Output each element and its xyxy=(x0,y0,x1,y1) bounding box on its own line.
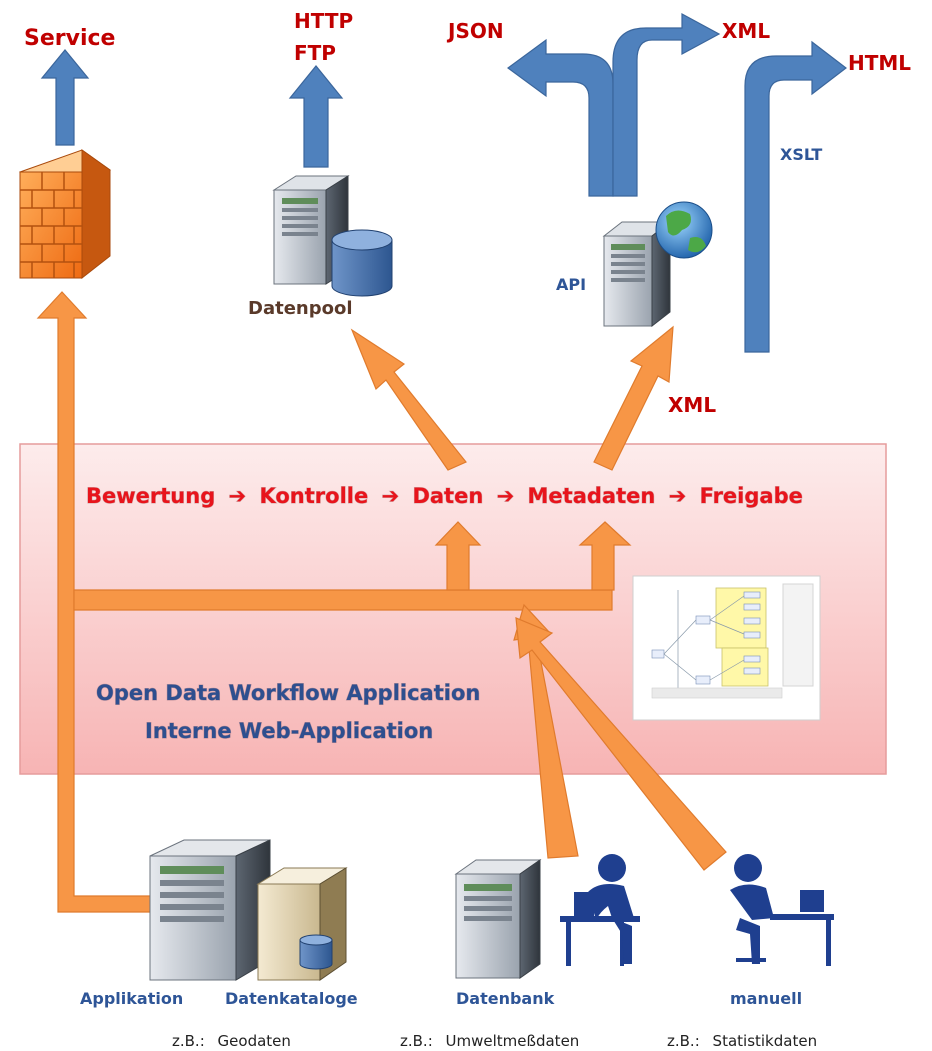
example-prefix: z.B.: xyxy=(400,1032,433,1050)
example-prefix: z.B.: xyxy=(172,1032,205,1050)
arrow-html-xslt xyxy=(744,40,847,353)
label-service: Service xyxy=(24,26,115,51)
arrow-json xyxy=(506,38,614,197)
example-prefix: z.B.: xyxy=(667,1032,700,1050)
arrow-into-daten xyxy=(434,521,482,591)
database-cylinder-icon xyxy=(331,229,393,297)
workflow-input-bar xyxy=(73,589,613,611)
step-daten: Daten xyxy=(412,484,483,508)
example-umwelt: z.B.: Umweltmeßdaten xyxy=(400,1032,579,1050)
step-arrow: ➔ xyxy=(497,484,515,508)
label-xml-top: XML xyxy=(722,19,770,43)
example-geodaten: z.B.: Geodaten xyxy=(172,1032,291,1050)
orange-data-flow xyxy=(36,291,727,913)
step-bewertung: Bewertung xyxy=(86,484,215,508)
label-html: HTML xyxy=(848,51,911,75)
datenkatalog-server-icon xyxy=(256,867,348,981)
arrow-into-metadaten xyxy=(578,521,632,591)
app-title: Open Data Workflow Application xyxy=(96,681,480,705)
workflow-screenshot-thumbnail xyxy=(632,575,821,721)
arrow-to-datenpool xyxy=(350,328,467,471)
arrow-from-manuell xyxy=(515,617,727,871)
step-kontrolle: Kontrolle xyxy=(259,484,368,508)
label-xml-mid: XML xyxy=(668,393,716,417)
step-arrow: ➔ xyxy=(382,484,400,508)
arrow-xml xyxy=(612,12,721,197)
label-datenpool: Datenpool xyxy=(248,298,353,319)
label-datenkataloge: Datenkataloge xyxy=(225,989,358,1008)
api-server-icon xyxy=(602,220,672,328)
example-value: Umweltmeßdaten xyxy=(446,1032,580,1050)
applikation-server-icon xyxy=(149,839,271,981)
app-subtitle: Interne Web-Application xyxy=(145,719,433,743)
arrow-to-api xyxy=(593,325,674,471)
firewall-icon xyxy=(18,149,112,280)
step-arrow: ➔ xyxy=(669,484,687,508)
label-datenbank: Datenbank xyxy=(456,989,555,1008)
arrow-service xyxy=(40,49,90,146)
label-http: HTTP xyxy=(294,9,353,33)
workflow-steps: Bewertung ➔ Kontrolle ➔ Daten ➔ Metadate… xyxy=(86,484,803,508)
label-json: JSON xyxy=(446,19,504,43)
example-statistik: z.B.: Statistikdaten xyxy=(667,1032,817,1050)
step-metadaten: Metadaten xyxy=(528,484,656,508)
label-xslt: XSLT xyxy=(780,145,822,164)
arrow-http-ftp xyxy=(288,65,344,168)
example-value: Statistikdaten xyxy=(713,1032,818,1050)
label-api: API xyxy=(556,275,586,294)
globe-icon xyxy=(655,201,713,259)
label-manuell: manuell xyxy=(730,989,802,1008)
arrow-to-service-gateway xyxy=(36,291,156,913)
person-at-desk-icon xyxy=(560,854,640,966)
step-arrow: ➔ xyxy=(229,484,247,508)
example-value: Geodaten xyxy=(218,1032,291,1050)
blue-output-arrows xyxy=(40,12,847,353)
step-freigabe: Freigabe xyxy=(700,484,803,508)
label-applikation: Applikation xyxy=(80,989,183,1008)
person-with-laptop-icon xyxy=(730,854,834,966)
label-ftp: FTP xyxy=(294,41,336,65)
datenbank-server-icon xyxy=(454,859,542,979)
